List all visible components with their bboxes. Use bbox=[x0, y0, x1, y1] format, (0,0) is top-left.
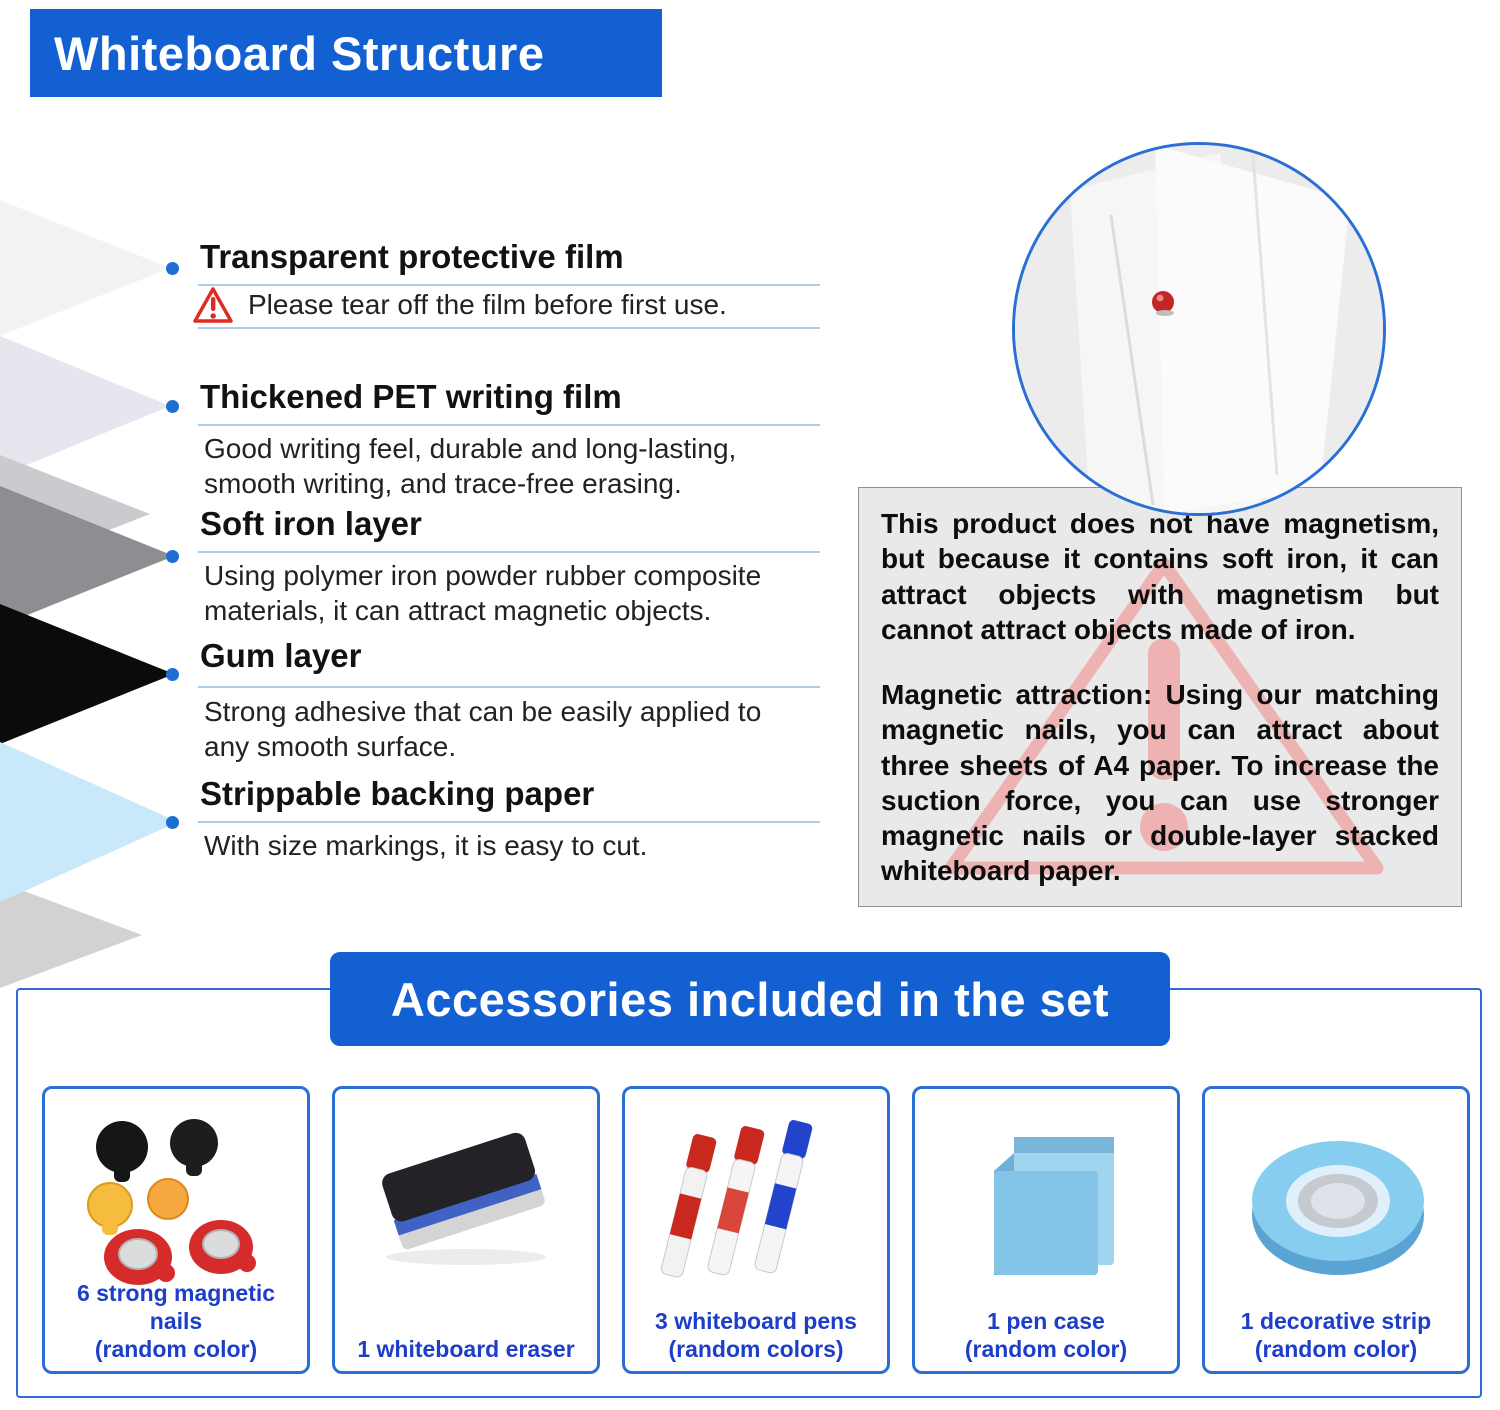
page-title: Whiteboard Structure bbox=[54, 26, 545, 80]
layer-graphic-protective-film bbox=[0, 200, 170, 336]
layer-note-transparent-film: Please tear off the film before first us… bbox=[248, 289, 727, 320]
accessory-card-pens: 3 whiteboard pens (random colors) bbox=[622, 1086, 890, 1374]
layer-title-transparent-film: Transparent protective film bbox=[200, 238, 624, 275]
magnetism-note-box: This product does not have magnetism, bu… bbox=[858, 487, 1462, 907]
accessories-title: Accessories included in the set bbox=[390, 972, 1110, 1026]
accessory-card-decorative-strip: 1 decorative strip (random color) bbox=[1202, 1086, 1470, 1374]
layer-graphic-backing-paper bbox=[0, 742, 178, 902]
layer-title-pet-film: Thickened PET writing film bbox=[200, 378, 622, 415]
magnetic-nails-image bbox=[51, 1095, 301, 1305]
layer-tip-dot bbox=[166, 400, 179, 413]
accessory-label: 1 pen case (random color) bbox=[964, 1307, 1128, 1362]
section-divider bbox=[198, 424, 820, 426]
accessory-label: 1 whiteboard eraser bbox=[357, 1335, 575, 1362]
layer-title-soft-iron: Soft iron layer bbox=[200, 505, 422, 542]
accessory-card-magnetic-nails: 6 strong magnetic nails (random color) bbox=[42, 1086, 310, 1374]
section-divider bbox=[198, 551, 820, 553]
pens-image bbox=[631, 1095, 881, 1305]
layer-desc-pet-film: Good writing feel, durable and long-last… bbox=[204, 433, 737, 500]
eraser-image bbox=[341, 1095, 591, 1305]
magnetism-note-para1: This product does not have magnetism, bu… bbox=[881, 508, 1439, 645]
layer-tip-dot bbox=[166, 262, 179, 275]
layer-title-gum: Gum layer bbox=[200, 637, 362, 674]
layer-tip-dot bbox=[166, 550, 179, 563]
accessory-label: 3 whiteboard pens (random colors) bbox=[655, 1307, 857, 1362]
layer-tip-dot bbox=[166, 668, 179, 681]
page-title-banner: Whiteboard Structure bbox=[30, 9, 662, 97]
magnetism-note-text: This product does not have magnetism, bu… bbox=[859, 488, 1461, 889]
tape-roll-image bbox=[1211, 1095, 1461, 1305]
layer-graphic-bottom bbox=[0, 882, 142, 988]
layer-desc-soft-iron: Using polymer iron powder rubber composi… bbox=[204, 560, 762, 627]
section-divider bbox=[198, 686, 820, 688]
section-divider bbox=[198, 821, 820, 823]
layer-graphic-gum bbox=[0, 604, 174, 744]
layer-graphic-pet-film bbox=[0, 336, 170, 476]
layer-desc-gum: Strong adhesive that can be easily appli… bbox=[204, 696, 762, 763]
product-photo-circle bbox=[1012, 142, 1386, 516]
section-divider bbox=[198, 284, 820, 286]
magnetism-note-para2: Magnetic attraction: Using our matching … bbox=[881, 679, 1439, 887]
layer-desc-backing-paper: With size markings, it is easy to cut. bbox=[204, 830, 648, 861]
whiteboard-photo-image bbox=[1015, 145, 1383, 513]
accessory-label: 1 decorative strip (random color) bbox=[1240, 1307, 1432, 1362]
accessory-label: 6 strong magnetic nails (random color) bbox=[76, 1279, 276, 1362]
accessories-title-banner: Accessories included in the set bbox=[330, 952, 1170, 1046]
pushpin-icon bbox=[1152, 291, 1174, 316]
layer-tip-dot bbox=[166, 816, 179, 829]
alert-triangle-icon bbox=[944, 557, 1384, 875]
accessory-card-pen-case: 1 pen case (random color) bbox=[912, 1086, 1180, 1374]
layer-title-backing-paper: Strippable backing paper bbox=[200, 775, 595, 812]
section-divider bbox=[198, 327, 820, 329]
pen-case-image bbox=[921, 1095, 1171, 1305]
warning-icon bbox=[193, 287, 233, 323]
accessory-card-eraser: 1 whiteboard eraser bbox=[332, 1086, 600, 1374]
